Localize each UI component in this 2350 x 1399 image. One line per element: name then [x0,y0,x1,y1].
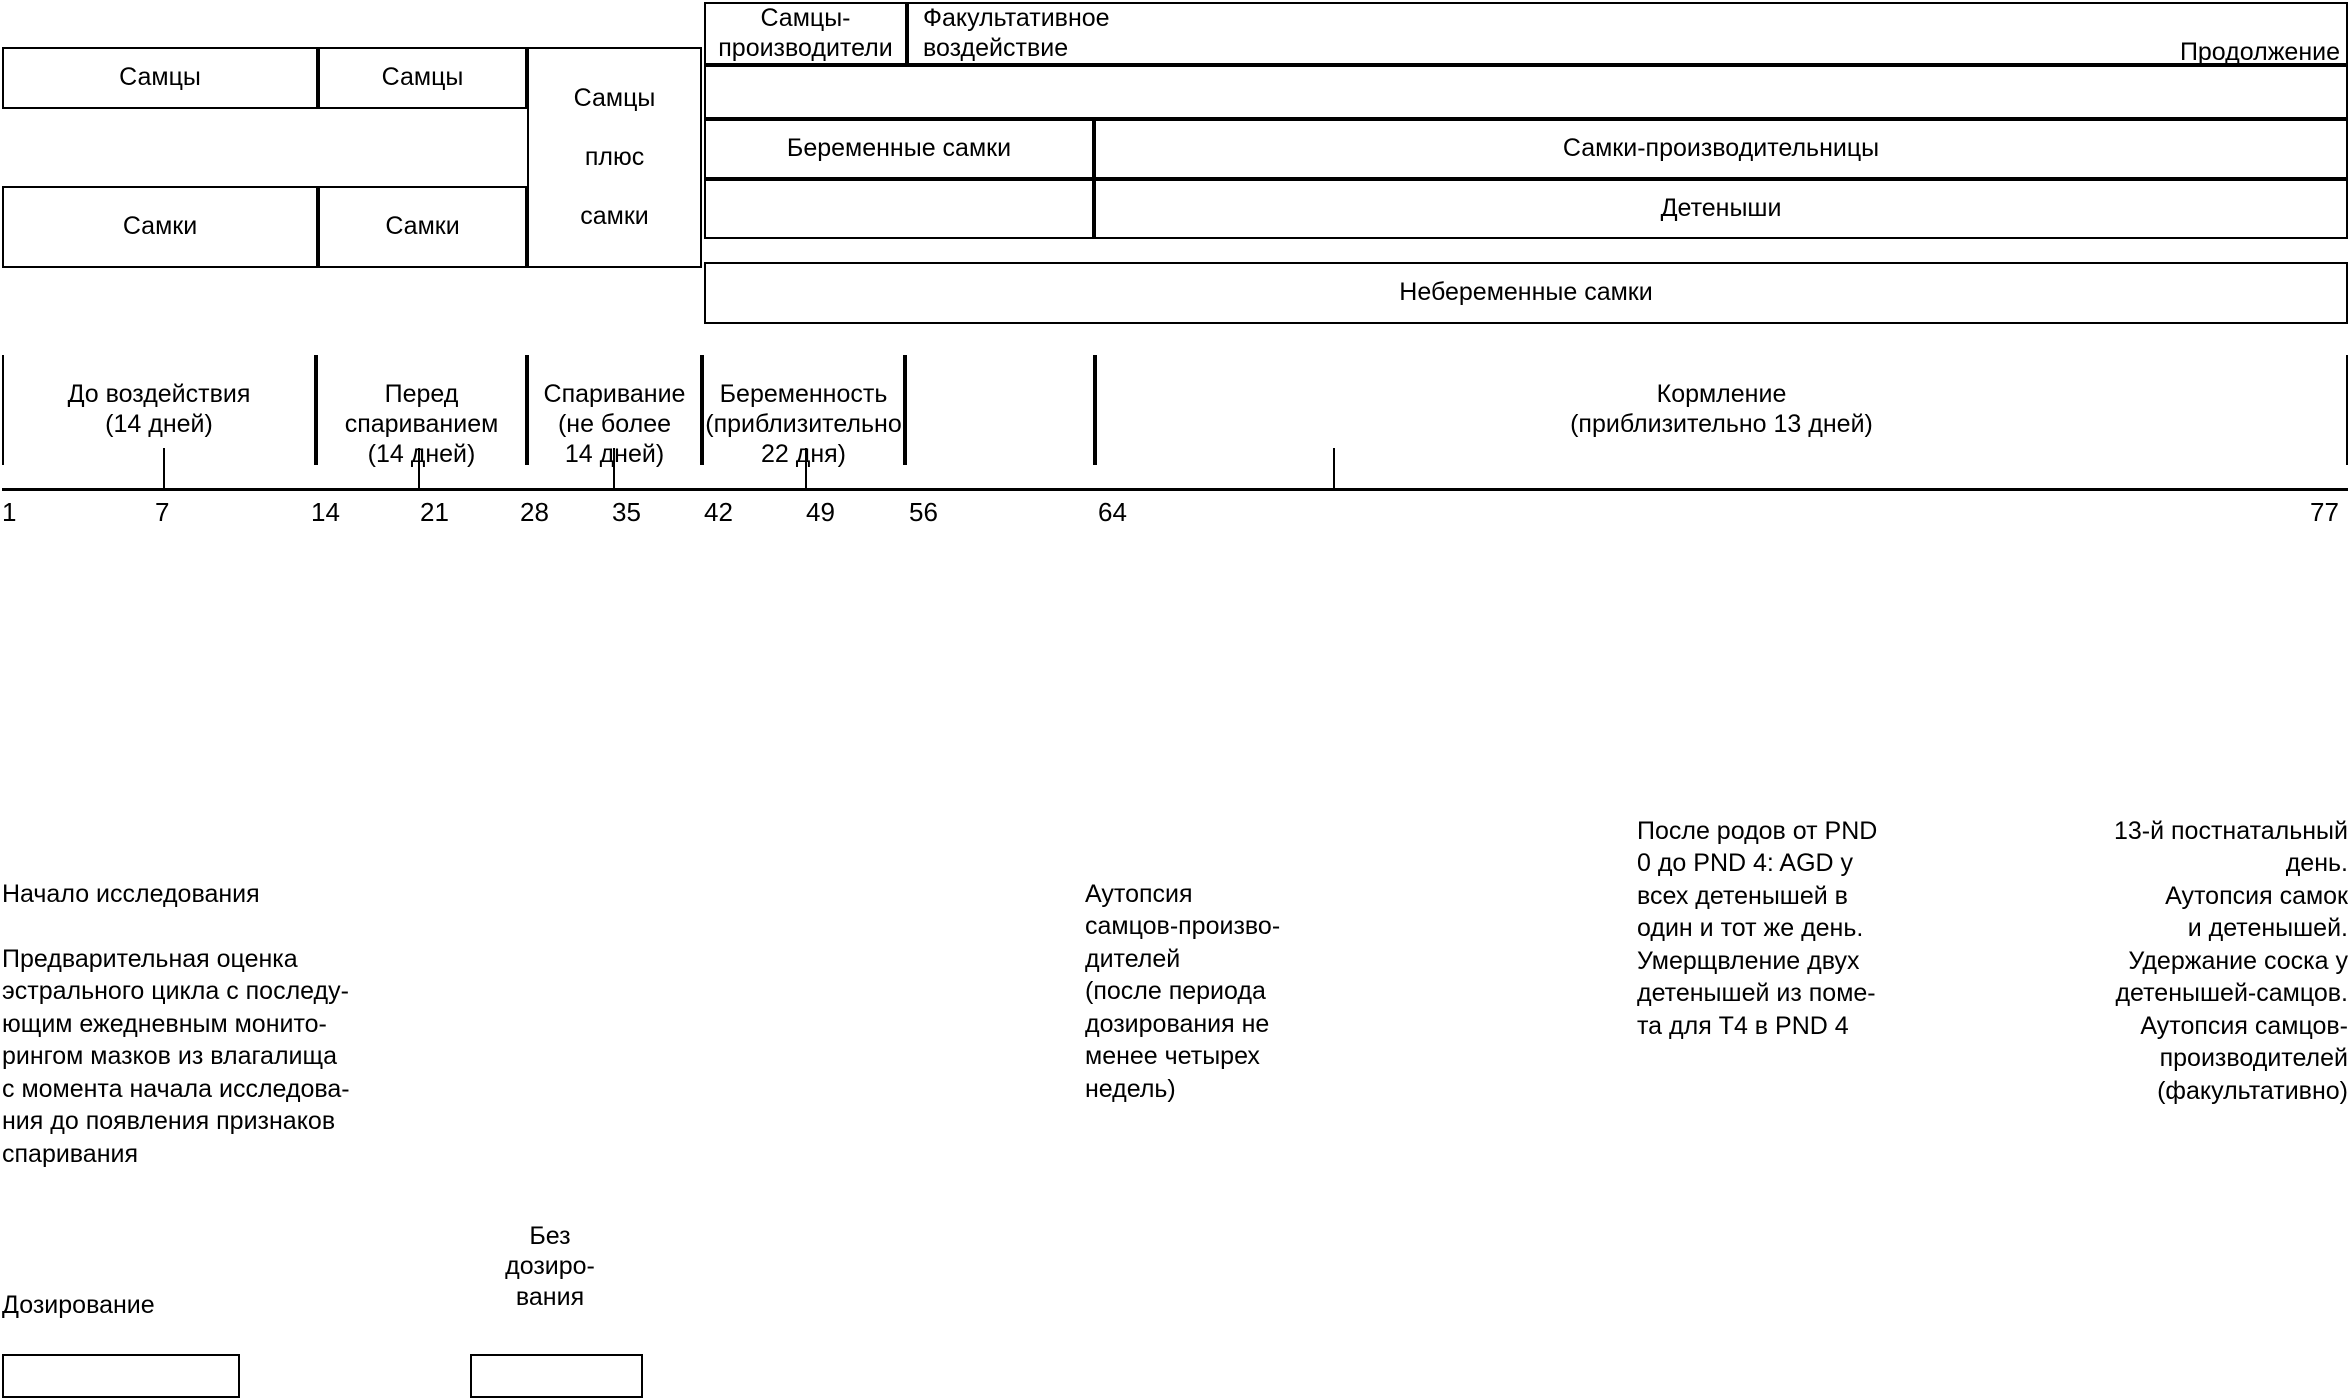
legend-text: Дозирование [2,1290,155,1319]
legend-swatch-dosing [2,1354,240,1398]
legend-label-dosing: Дозирование [2,1259,262,1320]
group-box-females-2: Самки [318,186,527,268]
group-box-nonpregnant-females: Небеременные самки [704,262,2348,324]
note-study-start: Начало исследования Предварительная оцен… [2,845,522,1203]
group-box-label: Самки [122,212,198,241]
axis-tick-label: 42 [704,497,733,527]
group-box-males-1: Самцы [2,47,318,109]
axis-tick-label: 21 [420,497,449,527]
axis-tick-label: 64 [1098,497,1127,527]
timeline-segment-lactation: Кормление (приблизительно 13 дней) [1095,355,2348,465]
timeline-segment-label: До воздействия (14 дней) [67,380,251,438]
note-body: 13-й постнатальный день. Аутопсия самок … [2113,816,2348,1105]
note-body: После родов от PND 0 до PND 4: AGD у все… [1637,816,1878,1040]
group-box-label: Самцы [119,63,201,92]
group-box-label: Самцы [381,63,464,92]
group-box-label: Небеременные самки [1399,278,1653,307]
axis-tick-label: 14 [311,497,340,527]
note-body: Предварительная оценка эстрального цикла… [2,944,350,1168]
legend-text: Без дозиро- вания [505,1221,595,1311]
axis-tick-riser-7 [163,448,165,490]
axis-tick-riser-49 [805,448,807,490]
group-box-males-2: Самцы [318,47,527,109]
group-box-sire-males: Самцы- производители [704,2,907,65]
note-pnd-observations: После родов от PND 0 до PND 4: AGD у все… [1637,782,1987,1075]
axis-tick-label: 35 [612,497,641,527]
timeline-segment-label: Кормление (приблизительно 13 дней) [1570,380,1873,438]
axis-tick-riser-35 [613,448,615,490]
group-box-males-plus-females: Самцы плюс самки [527,47,702,268]
axis-tick-label: 56 [909,497,938,527]
group-box-label: Самки [385,212,460,241]
timeline-segment-pre-exposure: До воздействия (14 дней) [2,355,316,465]
note-body: Аутопсия самцов-произво- дителей (после … [1085,879,1281,1103]
group-box-pups: Детеныши [1094,179,2348,239]
group-box-optional-exposure: Факультативное воздействие [907,2,2348,65]
group-box-exposure-blank-band [704,65,2348,119]
group-box-pregnant-females: Беременные самки [704,119,1094,179]
axis-tick-label: 49 [806,497,835,527]
group-box-label: Самцы- производители [718,4,893,62]
group-box-label: Самки-производительницы [1562,134,1880,163]
axis-tick-label: 28 [520,497,549,527]
note-heading: Начало исследования [2,879,260,908]
legend-swatch-no-dosing [470,1354,643,1398]
timeline-segment-pre-mating: Перед спариванием (14 дней) [316,355,527,468]
group-box-label: Самцы плюс самки [573,83,656,230]
axis-tick-label: 1 [2,497,17,527]
timeline-axis [2,488,2348,491]
axis-tick-label: 7 [155,497,170,527]
note-sire-autopsy: Аутопсия самцов-произво- дителей (после … [1085,845,1415,1138]
group-box-females-1: Самки [2,186,318,268]
axis-tick-riser-21 [418,448,420,490]
group-box-dam-females: Самки-производительницы [1094,119,2348,179]
timeline-segment-label: Спаривание (не более 14 дней) [543,380,686,468]
timeline-segment-mating: Спаривание (не более 14 дней) [527,355,702,468]
timeline-segment-label: Перед спариванием (14 дней) [344,380,499,468]
group-box-pregnant-females-blank [704,179,1094,239]
legend-label-no-dosing: Без дозиро- вания [470,1190,630,1312]
timeline-segment-label: Беременность (приблизительно 22 дня) [705,380,902,468]
note-pnd13-autopsy: 13-й постнатальный день. Аутопсия самок … [1990,782,2348,1140]
axis-tick-riser-70 [1333,448,1335,490]
timeline-segment-gap [905,355,1095,465]
group-box-label: Беременные самки [786,134,1012,163]
group-box-label: Детеныши [1660,194,1782,223]
group-box-label: Факультативное воздействие [923,4,1110,62]
timeline-segment-gestation: Беременность (приблизительно 22 дня) [702,355,905,468]
axis-tick-label: 77 [2310,497,2339,527]
